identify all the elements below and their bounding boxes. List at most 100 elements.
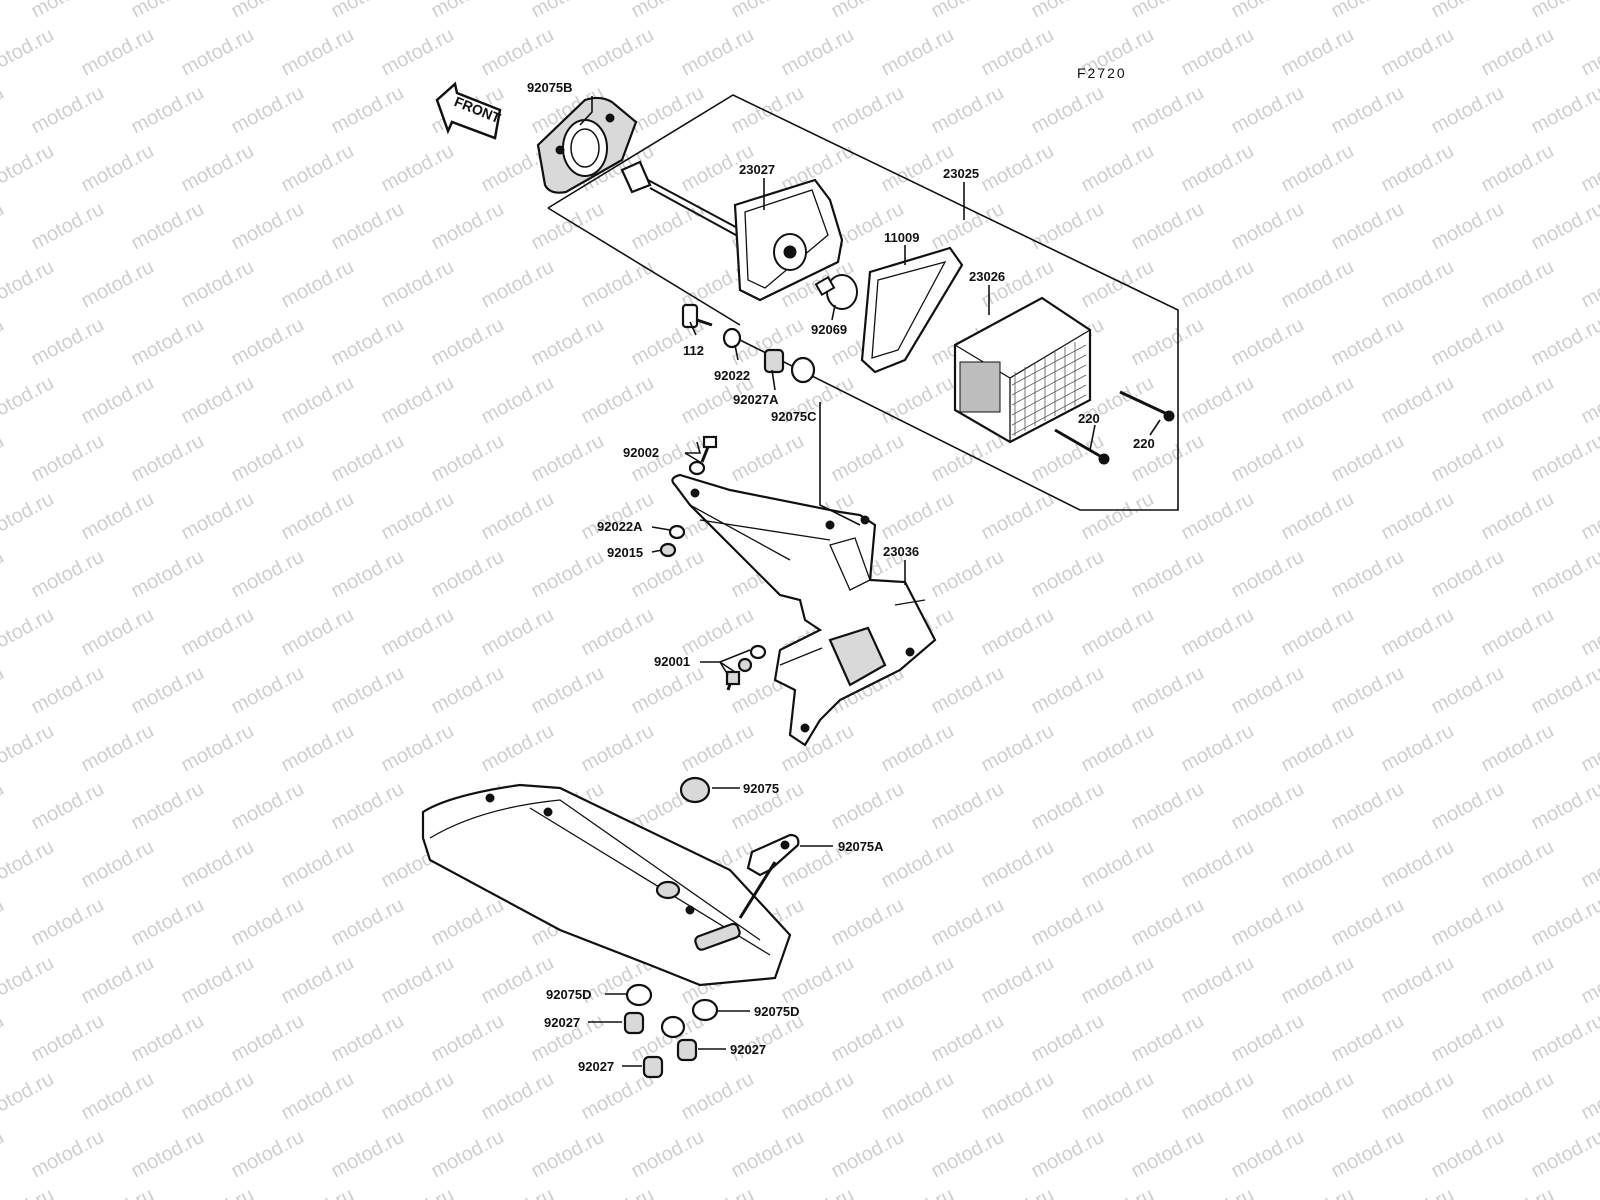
watermark-text: motod.ru — [1328, 430, 1408, 486]
watermark-text: motod.ru — [1428, 1010, 1508, 1066]
watermark-text: motod.ru — [0, 952, 58, 1008]
watermark-text: motod.ru — [778, 1068, 858, 1124]
watermark-text: motod.ru — [1028, 198, 1108, 254]
watermark-text: motod.ru — [0, 1068, 58, 1124]
watermark-text: motod.ru — [0, 314, 8, 370]
watermark-text: motod.ru — [578, 488, 658, 544]
watermark-text: motod.ru — [1578, 720, 1600, 776]
watermark-text: motod.ru — [78, 1184, 158, 1200]
watermark-text: motod.ru — [278, 952, 358, 1008]
watermark-text: motod.ru — [1528, 430, 1600, 486]
watermark-text: motod.ru — [1378, 1068, 1458, 1124]
watermark-text: motod.ru — [1378, 140, 1458, 196]
watermark-text: motod.ru — [678, 720, 758, 776]
watermark-text: motod.ru — [1028, 778, 1108, 834]
watermark-text: motod.ru — [378, 256, 458, 312]
watermark-text: motod.ru — [978, 836, 1058, 892]
watermark-text: motod.ru — [1128, 546, 1208, 602]
collar-92027-b — [676, 1038, 698, 1062]
watermark-text: motod.ru — [228, 546, 308, 602]
watermark-text: motod.ru — [528, 430, 608, 486]
rear-fender — [421, 776, 792, 987]
watermark-text: motod.ru — [1178, 604, 1258, 660]
watermark-text: motod.ru — [1328, 778, 1408, 834]
watermark-text: motod.ru — [1478, 1068, 1558, 1124]
watermark-text: motod.ru — [828, 894, 908, 950]
watermark-text: motod.ru — [1178, 1184, 1258, 1200]
watermark-text: motod.ru — [1128, 778, 1208, 834]
watermark-text: motod.ru — [78, 1068, 158, 1124]
watermark-text: motod.ru — [478, 24, 558, 80]
watermark-text: motod.ru — [78, 24, 158, 80]
label-92001: 92001 — [654, 654, 690, 669]
watermark-text: motod.ru — [1278, 24, 1358, 80]
watermark-text: motod.ru — [1078, 952, 1158, 1008]
watermark-text: motod.ru — [0, 778, 8, 834]
watermark-text: motod.ru — [1428, 82, 1508, 138]
watermark-text: motod.ru — [428, 1010, 508, 1066]
watermark-text: motod.ru — [528, 0, 608, 22]
taillight-assembly-outline — [547, 94, 1179, 511]
watermark-text: motod.ru — [78, 256, 158, 312]
watermark-text: motod.ru — [878, 1068, 958, 1124]
watermark-text: motod.ru — [78, 140, 158, 196]
watermark-text: motod.ru — [1128, 0, 1208, 22]
watermark-text: motod.ru — [228, 894, 308, 950]
watermark-text: motod.ru — [1478, 24, 1558, 80]
collar-92027-c — [642, 1055, 664, 1079]
screw-92001 — [725, 644, 767, 691]
watermark-text: motod.ru — [1278, 1184, 1358, 1200]
watermark-text: motod.ru — [1278, 720, 1358, 776]
watermark-text: motod.ru — [328, 546, 408, 602]
watermark-text: motod.ru — [928, 778, 1008, 834]
watermark-text: motod.ru — [928, 662, 1008, 718]
watermark-text: motod.ru — [1128, 894, 1208, 950]
watermark-text: motod.ru — [1028, 546, 1108, 602]
watermark-text: motod.ru — [1028, 82, 1108, 138]
label-220-left: 220 — [1078, 411, 1100, 426]
watermark-text: motod.ru — [1328, 1126, 1408, 1182]
watermark-text: motod.ru — [278, 140, 358, 196]
watermark-text: motod.ru — [0, 604, 58, 660]
watermark-text: motod.ru — [1228, 0, 1308, 22]
label-92015: 92015 — [607, 545, 643, 560]
watermark-text: motod.ru — [1078, 604, 1158, 660]
watermark-text: motod.ru — [1028, 0, 1108, 22]
watermark-text: motod.ru — [528, 1126, 608, 1182]
watermark-text: motod.ru — [1078, 1184, 1158, 1200]
watermark-text: motod.ru — [628, 662, 708, 718]
watermark-text: motod.ru — [1378, 836, 1458, 892]
watermark-text: motod.ru — [1228, 1126, 1308, 1182]
watermark-text: motod.ru — [1528, 1126, 1600, 1182]
watermark-text: motod.ru — [378, 952, 458, 1008]
watermark-text: motod.ru — [578, 256, 658, 312]
watermark-text: motod.ru — [1478, 604, 1558, 660]
watermark-text: motod.ru — [978, 488, 1058, 544]
watermark-text: motod.ru — [1378, 720, 1458, 776]
watermark-text: motod.ru — [1078, 256, 1158, 312]
watermark-text: motod.ru — [578, 372, 658, 428]
watermark-text: motod.ru — [1228, 662, 1308, 718]
watermark-text: motod.ru — [1078, 1068, 1158, 1124]
watermark-text: motod.ru — [1078, 720, 1158, 776]
watermark-text: motod.ru — [128, 314, 208, 370]
watermark-text: motod.ru — [578, 720, 658, 776]
label-92027-left: 92027 — [544, 1015, 580, 1030]
watermark-text: motod.ru — [728, 0, 808, 22]
watermark-text: motod.ru — [1028, 894, 1108, 950]
watermark-text: motod.ru — [1528, 778, 1600, 834]
watermark-text: motod.ru — [278, 488, 358, 544]
washer-92022a — [668, 524, 686, 540]
watermark-text: motod.ru — [1428, 894, 1508, 950]
watermark-text: motod.ru — [128, 198, 208, 254]
watermark-text: motod.ru — [1328, 1010, 1408, 1066]
watermark-text: motod.ru — [1128, 82, 1208, 138]
watermark-text: motod.ru — [178, 372, 258, 428]
watermark-text: motod.ru — [478, 604, 558, 660]
label-92075d-right: 92075D — [754, 1004, 800, 1019]
watermark-text: motod.ru — [1228, 546, 1308, 602]
watermark-text: motod.ru — [878, 1184, 958, 1200]
watermark-text: motod.ru — [128, 662, 208, 718]
watermark-text: motod.ru — [0, 140, 58, 196]
watermark-text: motod.ru — [1228, 198, 1308, 254]
